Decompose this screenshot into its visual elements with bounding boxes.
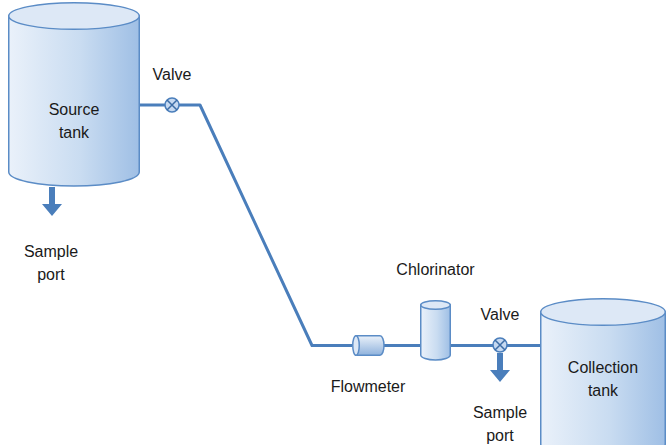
cylinder-cap bbox=[9, 3, 140, 30]
chlorinator-outline bbox=[420, 300, 451, 360]
chlorinator: Chlorinator bbox=[420, 300, 451, 360]
flowmeter-outline bbox=[352, 335, 384, 356]
collection-tank: Collection tank bbox=[540, 298, 666, 445]
valve-symbol bbox=[165, 98, 179, 112]
sample-port-label: Sample port bbox=[18, 240, 84, 286]
node-text: Collection tank bbox=[556, 356, 651, 402]
pipe bbox=[384, 344, 420, 347]
node-text: Flowmeter bbox=[331, 375, 406, 398]
flowmeter: Flowmeter bbox=[352, 335, 384, 356]
cylinder-cap bbox=[541, 299, 666, 326]
pipe bbox=[140, 105, 352, 346]
valve-label: Valve bbox=[137, 63, 207, 86]
node-text: Source tank bbox=[34, 98, 114, 144]
sample-port-arrow bbox=[42, 187, 62, 216]
source-tank-outline bbox=[8, 2, 140, 186]
node-text: Chlorinator bbox=[396, 258, 474, 281]
valve-label: Valve bbox=[465, 303, 535, 326]
valve-symbol bbox=[493, 338, 507, 352]
sample-port-label: Sample port bbox=[467, 401, 533, 445]
sample-port-arrow bbox=[490, 353, 510, 382]
source-tank: Source tank bbox=[8, 2, 140, 186]
cylinder-cap bbox=[353, 336, 360, 356]
cylinder-cap bbox=[421, 301, 451, 310]
